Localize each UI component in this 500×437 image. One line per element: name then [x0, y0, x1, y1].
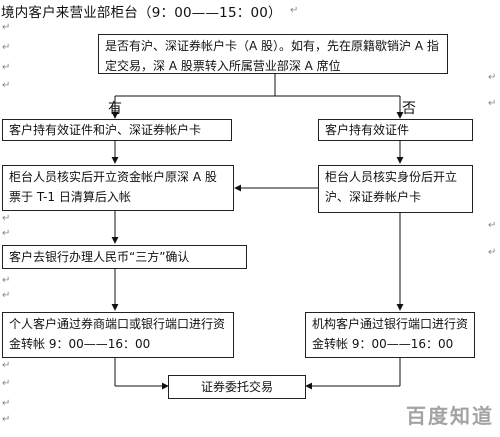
return-mark: ↵	[290, 5, 299, 16]
return-mark: ↵	[488, 98, 497, 109]
step-bank-three-party: 客户去银行办理人民币“三方”确认	[2, 245, 247, 269]
watermark-logo: 百度知道	[406, 404, 494, 428]
return-mark: ↵	[2, 228, 11, 239]
return-mark: ↵	[2, 360, 11, 371]
page-title: 境内客户来营业部柜台（9：00——15：00）	[1, 5, 282, 21]
step-open-fund-account: 柜台人员核实后开立资金帐户原深 A 股票于 T-1 日清算后入帐	[2, 165, 234, 211]
decision-text: 是否有沪、深证券帐户卡（A 股）。如有，先在原籍歇销沪 A 指定交易，深 A 股…	[105, 39, 439, 73]
return-mark: ↵	[2, 22, 11, 33]
return-mark: ↵	[2, 275, 11, 286]
return-mark: ↵	[2, 414, 11, 425]
decision-box: 是否有沪、深证券帐户卡（A 股）。如有，先在原籍歇销沪 A 指定交易，深 A 股…	[98, 34, 448, 74]
return-mark: ↵	[488, 220, 497, 231]
step-institution-transfer: 机构客户通过银行端口进行资金转帐 9：00——16：00	[305, 312, 475, 358]
no-label: 否	[402, 101, 416, 117]
return-mark: ↵	[488, 72, 497, 83]
step-securities-trading: 证券委托交易	[168, 375, 306, 399]
step-yes-hold-id-and-cards: 客户持有效证件和沪、深证券帐户卡	[2, 119, 232, 141]
return-mark: ↵	[2, 42, 11, 53]
step-open-securities-account: 柜台人员核实身份后开立沪、深证券帐户卡	[318, 165, 473, 213]
return-mark: ↵	[2, 213, 11, 224]
return-mark: ↵	[2, 378, 11, 389]
return-mark: ↵	[488, 247, 497, 258]
return-mark: ↵	[2, 398, 11, 409]
yes-label: 有	[108, 101, 122, 117]
step-no-hold-id: 客户持有效证件	[318, 119, 473, 141]
return-mark: ↵	[2, 80, 11, 91]
return-mark: ↵	[2, 62, 11, 73]
step-individual-transfer: 个人客户通过券商端口或银行端口进行资金转帐 9：00——16：00	[2, 312, 234, 358]
return-mark: ↵	[2, 290, 11, 301]
